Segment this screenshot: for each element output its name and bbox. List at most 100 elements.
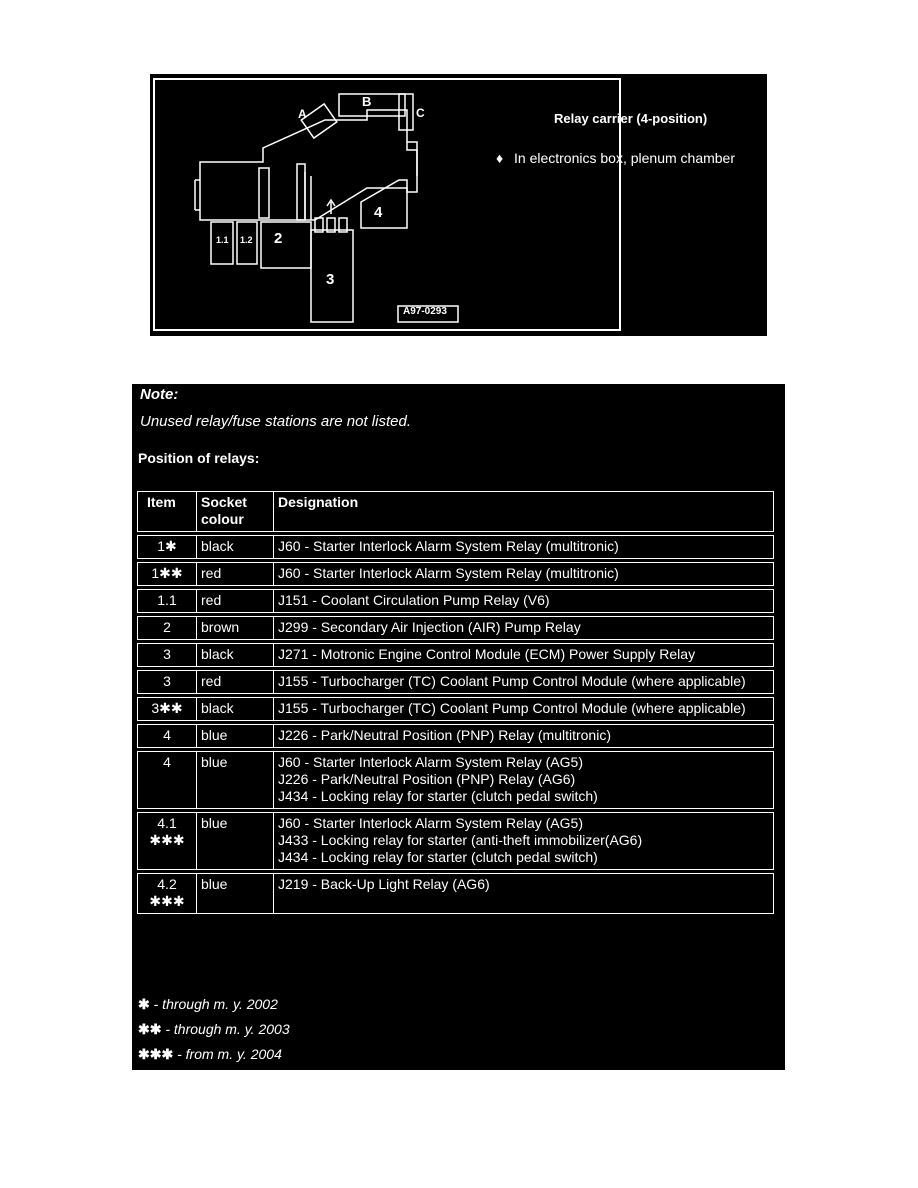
item-cell: 3 <box>137 670 196 694</box>
fuse-strip-c-label: C <box>416 106 425 120</box>
item-cell: 4 <box>137 724 196 748</box>
header-socket-colour-label: Socket colour <box>201 494 247 527</box>
table-row: 4 blue J60 - Starter Interlock Alarm Syste… <box>137 751 774 809</box>
position-3-label: 3 <box>326 271 335 288</box>
designation-line: J271 - Motronic Engine Control Module (E… <box>278 646 696 662</box>
relay-carrier-title: Relay carrier (4-position) <box>554 111 708 126</box>
header-item: Item <box>137 491 196 532</box>
designation-line: J60 - Starter Interlock Alarm System Rel… <box>278 815 583 831</box>
footnote: ✱✱✱ - from m. y. 2004 <box>138 1046 290 1071</box>
designation-cell: J60 - Starter Interlock Alarm System Rel… <box>273 812 774 870</box>
position-heading: Position of relays: <box>138 450 260 466</box>
table-row: 2 brown J299 - Secondary Air Injection (AI… <box>137 616 774 640</box>
footnote-stars: ✱ <box>138 996 150 1012</box>
socket-colour-cell: red <box>196 589 273 613</box>
designation-line: J60 - Starter Interlock Alarm System Rel… <box>278 754 583 770</box>
item-cell: 3 <box>137 643 196 667</box>
position-4-label: 4 <box>374 204 383 221</box>
table-header-row: Item Socket colour Designation <box>137 491 774 532</box>
table-row: 4.2✱✱✱blue J219 - Back-Up Light Relay (AG… <box>137 873 774 914</box>
designation-cell: J151 - Coolant Circulation Pump Relay (V… <box>273 589 774 613</box>
table-row: 3 red J155 - Turbocharger (TC) Coolant Pum… <box>137 670 774 694</box>
position-2-label: 2 <box>274 230 283 247</box>
item-number: 1.1 <box>157 592 177 608</box>
designation-line: J155 - Turbocharger (TC) Coolant Pump Co… <box>278 700 746 716</box>
location-text: In electronics box, plenum chamber <box>514 150 735 166</box>
footnotes: ✱ - through m. y. 2002✱✱ - through m. y.… <box>138 996 290 1071</box>
socket-colour-cell: blue <box>196 724 273 748</box>
designation-cell: J299 - Secondary Air Injection (AIR) Pum… <box>273 616 774 640</box>
footnote-text: - from m. y. 2004 <box>173 1046 282 1062</box>
item-number: 4 <box>163 727 171 743</box>
table-row: 1✱✱ red J60 - Starter Interlock Alarm Syst… <box>137 562 774 586</box>
table-row: 1.1 red J151 - Coolant Circulation Pump Re… <box>137 589 774 613</box>
socket-colour-cell: red <box>196 562 273 586</box>
table-row: 1✱ black J60 - Starter Interlock Alarm Sys… <box>137 535 774 559</box>
designation-line: J434 - Locking relay for starter (clutch… <box>278 788 598 804</box>
socket-colour-cell: black <box>196 535 273 559</box>
designation-cell: J155 - Turbocharger (TC) Coolant Pump Co… <box>273 697 774 721</box>
item-number: 4.2 <box>157 876 177 892</box>
footnote: ✱ - through m. y. 2002 <box>138 996 290 1021</box>
designation-line: J299 - Secondary Air Injection (AIR) Pum… <box>278 619 581 635</box>
designation-line: J155 - Turbocharger (TC) Coolant Pump Co… <box>278 673 746 689</box>
footnote-stars: ✱✱ <box>138 1021 162 1037</box>
relay-carrier-location-note: ♦ In electronics box, plenum chamber <box>496 150 735 166</box>
footnote-text: - through m. y. 2002 <box>149 996 278 1012</box>
position-1-1-label: 1.1 <box>216 235 229 245</box>
socket-colour-cell: blue <box>196 812 273 870</box>
designation-line: J60 - Starter Interlock Alarm System Rel… <box>278 565 619 581</box>
item-number: 3✱✱ <box>151 700 183 716</box>
socket-colour-cell: blue <box>196 873 273 914</box>
socket-colour-cell: brown <box>196 616 273 640</box>
note-text: Unused relay/fuse stations are not liste… <box>140 413 411 430</box>
footnote: ✱✱ - through m. y. 2003 <box>138 1021 290 1046</box>
item-number: 3 <box>163 673 171 689</box>
socket-colour-cell: black <box>196 643 273 667</box>
item-number: 4 <box>163 754 171 770</box>
designation-cell: J219 - Back-Up Light Relay (AG6) <box>273 873 774 914</box>
designation-cell: J60 - Starter Interlock Alarm System Rel… <box>273 751 774 809</box>
fuse-strip-a-label: A <box>298 107 307 121</box>
header-socket-colour: Socket colour <box>196 491 273 532</box>
designation-line: J60 - Starter Interlock Alarm System Rel… <box>278 538 619 554</box>
item-cell: 4.1✱✱✱ <box>137 812 196 870</box>
item-number: 1✱✱ <box>151 565 183 581</box>
designation-line: J433 - Locking relay for starter (anti-t… <box>278 832 643 848</box>
relay-positions-panel: Note: Unused relay/fuse stations are not… <box>132 384 785 1070</box>
item-cell: 4.2✱✱✱ <box>137 873 196 914</box>
footnote-stars: ✱✱✱ <box>138 1046 174 1062</box>
designation-line: J219 - Back-Up Light Relay (AG6) <box>278 876 490 892</box>
item-cell: 1.1 <box>137 589 196 613</box>
item-number: 4.1 <box>157 815 177 831</box>
item-cell: 2 <box>137 616 196 640</box>
diamond-bullet-icon: ♦ <box>496 150 504 166</box>
designation-cell: J60 - Starter Interlock Alarm System Rel… <box>273 562 774 586</box>
header-designation: Designation <box>273 491 774 532</box>
position-1-2-label: 1.2 <box>240 235 253 245</box>
designation-line: J226 - Park/Neutral Position (PNP) Relay… <box>278 727 611 743</box>
fuse-strip-b-label: B <box>362 94 372 109</box>
relay-carrier-drawing <box>194 93 459 323</box>
item-number: 3 <box>163 646 171 662</box>
figure-code-label: A97-0293 <box>403 306 447 317</box>
designation-cell: J271 - Motronic Engine Control Module (E… <box>273 643 774 667</box>
table-row: 4 blue J226 - Park/Neutral Position (PNP) … <box>137 724 774 748</box>
designation-line: J434 - Locking relay for starter (clutch… <box>278 849 598 865</box>
footnote-text: - through m. y. 2003 <box>161 1021 290 1037</box>
item-stars: ✱✱✱ <box>149 832 185 848</box>
designation-line: J151 - Coolant Circulation Pump Relay (V… <box>278 592 550 608</box>
item-cell: 3✱✱ <box>137 697 196 721</box>
item-number: 2 <box>163 619 171 635</box>
designation-line: J226 - Park/Neutral Position (PNP) Relay… <box>278 771 576 787</box>
item-cell: 1✱✱ <box>137 562 196 586</box>
table-row: 3✱✱ black J155 - Turbocharger (TC) Coolant… <box>137 697 774 721</box>
item-number: 1✱ <box>157 538 177 554</box>
relay-carrier-diagram <box>153 78 621 331</box>
socket-colour-cell: blue <box>196 751 273 809</box>
socket-colour-cell: red <box>196 670 273 694</box>
socket-colour-cell: black <box>196 697 273 721</box>
